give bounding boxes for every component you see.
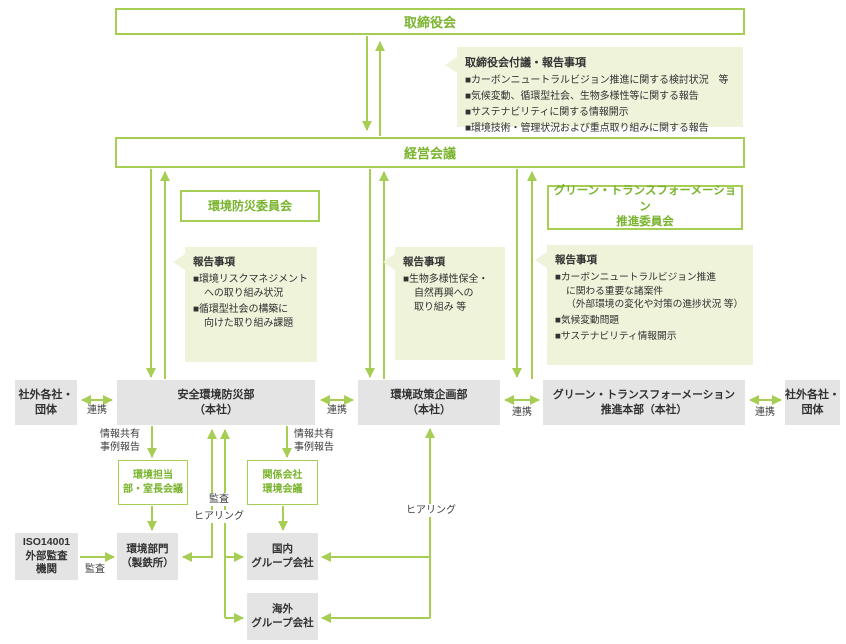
external-companies-left-box: 社外各社・ 団体	[15, 380, 77, 425]
info-share-label: 情報共有 事例報告	[294, 429, 334, 453]
hearing-label: ヒアリング	[404, 504, 458, 517]
affiliates-env-council-label: 関係会社 環境会議	[262, 470, 303, 495]
report-gx-title: 報告事項	[555, 254, 597, 266]
board-report-item: ■サステナビリティに関する情報開示	[465, 107, 629, 118]
iso-external-audit-box: ISO14001 外部監査 機関	[15, 533, 78, 580]
steelworks-env-division-box: 環境部門 （製鉄所）	[117, 533, 178, 580]
env-disaster-committee-label: 環境防災委員会	[207, 198, 292, 213]
management-meeting-label: 経営会議	[403, 146, 456, 161]
cooperation-label: 連携	[512, 407, 532, 418]
board-of-directors-box: 取締役会	[115, 8, 745, 35]
domestic-group-companies-label: 国内 グループ会社	[251, 542, 314, 569]
report-gx-item: ■気候変動問題	[555, 315, 619, 327]
iso-external-audit-label: ISO14001 外部監査 機関	[22, 536, 71, 576]
external-companies-right-label: 社外各社・ 団体	[785, 389, 840, 416]
external-companies-left-label: 社外各社・ 団体	[18, 389, 74, 416]
report-env-disaster-title: 報告事項	[193, 256, 235, 268]
cooperation-label: 連携	[755, 407, 775, 418]
gx-committee-box: グリーン・トランスフォーメーション 推進委員会	[547, 185, 743, 230]
board-of-directors-label: 取締役会	[403, 15, 456, 30]
report-items-env-disaster-box: 報告事項 ■環境リスクマネジメント への取り組み状況 ■循環型社会の構築に 向け…	[173, 247, 317, 362]
env-managers-council-label: 環境担当 部・室長会議	[123, 470, 183, 495]
report-items-gx-box: 報告事項 ■カーボンニュートラルビジョン推進 に関わる重要な諸案件 （外部環境の…	[535, 245, 753, 365]
report-policy-title: 報告事項	[403, 256, 445, 268]
cooperation-label: 連携	[327, 405, 347, 416]
gx-promotion-hq-label: グリーン・トランスフォーメーション 推進本部（本社）	[552, 389, 736, 416]
gx-committee-label: グリーン・トランスフォーメーション 推進委員会	[553, 185, 737, 229]
overseas-group-companies-label: 海外 グループ会社	[251, 602, 314, 629]
report-env-disaster-item: ■環境リスクマネジメント への取り組み状況	[193, 274, 308, 299]
hearing-label: ヒアリング	[192, 510, 246, 523]
env-policy-planning-dept-box: 環境政策企画部 （本社）	[358, 380, 500, 425]
board-report-title: 取締役会付議・報告事項	[465, 57, 586, 69]
cooperation-label: 連携	[87, 405, 107, 416]
report-items-policy-box: 報告事項 ■生物多様性保全・ 自然再興への 取り組み 等	[383, 247, 505, 360]
env-managers-council-box: 環境担当 部・室長会議	[118, 460, 188, 505]
board-report-item: ■環境技術・管理状況および重点取り組みに関する報告	[465, 123, 709, 134]
safety-env-disaster-dept-label: 安全環境防災部 （本社）	[177, 389, 255, 416]
env-disaster-committee-box: 環境防災委員会	[180, 190, 320, 222]
info-share-label: 情報共有 事例報告	[100, 429, 140, 453]
report-gx-item: ■サステナビリティ情報開示	[555, 330, 677, 342]
report-policy-notch	[383, 254, 395, 270]
external-companies-right-box: 社外各社・ 団体	[785, 380, 840, 425]
management-meeting-box: 経営会議	[115, 137, 745, 168]
audit-label: 監査	[201, 493, 237, 506]
env-policy-planning-dept-label: 環境政策企画部 （本社）	[390, 389, 468, 416]
audit-label: 監査	[85, 564, 105, 575]
board-report-items-box: 取締役会付議・報告事項 ■カーボンニュートラルビジョン推進に関する検討状況 等 …	[445, 47, 743, 134]
board-report-item: ■カーボンニュートラルビジョン推進に関する検討状況 等	[465, 75, 729, 86]
report-env-disaster-item: ■循環型社会の構築に 向けた取り組み課題	[193, 304, 294, 329]
report-gx-item: ■カーボンニュートラルビジョン推進 に関わる重要な諸案件 （外部環境の変化や対策…	[555, 272, 744, 311]
safety-env-disaster-dept-box: 安全環境防災部 （本社）	[117, 380, 315, 425]
report-policy-item: ■生物多様性保全・ 自然再興への 取り組み 等	[403, 274, 489, 313]
gx-promotion-hq-box: グリーン・トランスフォーメーション 推進本部（本社）	[543, 380, 745, 425]
affiliates-env-council-box: 関係会社 環境会議	[247, 460, 318, 505]
board-report-item: ■気候変動、循環型社会、生物多様性等に関する報告	[465, 91, 699, 102]
board-report-notch	[445, 57, 457, 73]
report-env-disaster-notch	[173, 254, 185, 270]
overseas-group-companies-box: 海外 グループ会社	[247, 593, 318, 640]
steelworks-env-division-label: 環境部門 （製鉄所）	[121, 542, 174, 569]
domestic-group-companies-box: 国内 グループ会社	[247, 533, 318, 580]
report-gx-notch	[535, 252, 547, 268]
